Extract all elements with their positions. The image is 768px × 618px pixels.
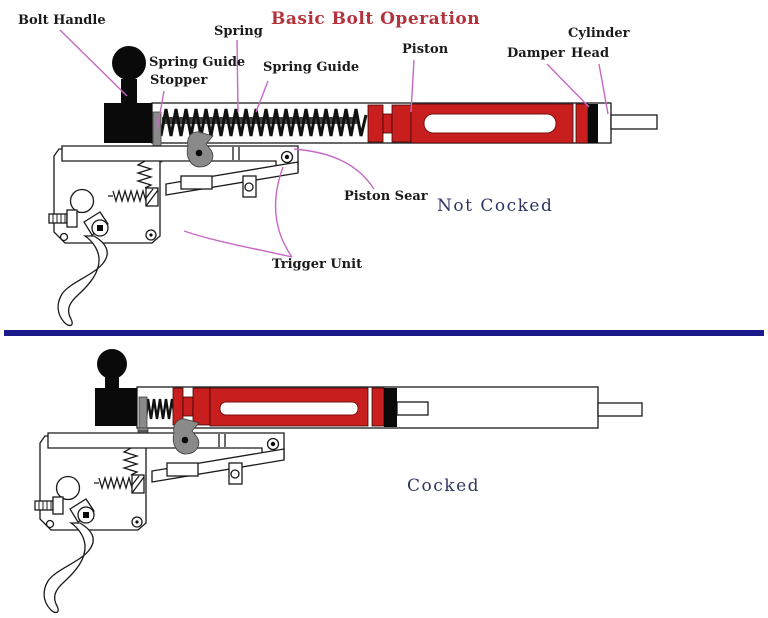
leader-lines: [59, 29, 609, 258]
leader-trigger-unit-1: [274, 166, 293, 258]
damper-band: [384, 388, 397, 427]
leader-damper: [546, 63, 590, 108]
section-divider: [4, 330, 764, 336]
cylinder-head-rod: [610, 114, 658, 130]
cylinder-head-rod: [597, 402, 643, 417]
piston-slot: [423, 113, 557, 134]
leader-bolt-handle: [59, 29, 128, 97]
leader-piston: [410, 59, 415, 113]
trigger-unit-art: [48, 131, 299, 327]
label-cylinder-head-line2: Head: [571, 46, 610, 61]
label-bolt-handle: Bolt Handle: [18, 13, 106, 28]
main-spring-compressed: [144, 398, 179, 420]
leader-piston-sear: [293, 148, 375, 190]
label-spring-guide-stopper-line1: Spring Guide: [149, 55, 246, 70]
not-cocked-diagram: [48, 46, 658, 327]
page-title: Basic Bolt Operation: [271, 9, 481, 29]
leader-cylinder-head: [598, 63, 609, 115]
label-spring-guide-stopper-line2: Stopper: [150, 73, 208, 88]
bolt-handle-shape: [95, 349, 137, 426]
spring-guide-rod: [396, 401, 429, 416]
label-cylinder-head-line1: Cylinder: [568, 26, 630, 41]
state-label-cocked: Cocked: [407, 476, 481, 496]
cocked-diagram: [34, 349, 643, 614]
damper-band: [588, 104, 598, 143]
piston-slot: [219, 401, 359, 416]
label-piston-sear: Piston Sear: [344, 189, 428, 204]
leader-spring-guide: [255, 80, 269, 113]
spring-guide-rod: [162, 117, 358, 124]
main-spring: [159, 108, 368, 137]
leader-trigger-unit-2: [183, 230, 293, 258]
label-trigger-unit: Trigger Unit: [272, 257, 363, 272]
state-label-not-cocked: Not Cocked: [437, 196, 554, 216]
label-piston: Piston: [402, 42, 449, 57]
label-spring-guide: Spring Guide: [263, 60, 360, 75]
leader-spring: [236, 39, 239, 113]
leader-spring-guide-stopper: [156, 90, 165, 131]
piston-assembly: [367, 103, 589, 144]
bolt-handle-shape: [104, 46, 152, 143]
trigger-unit-art: [34, 418, 285, 614]
label-spring: Spring: [214, 24, 263, 39]
label-damper: Damper: [507, 46, 565, 61]
piston-assembly: [172, 387, 385, 427]
